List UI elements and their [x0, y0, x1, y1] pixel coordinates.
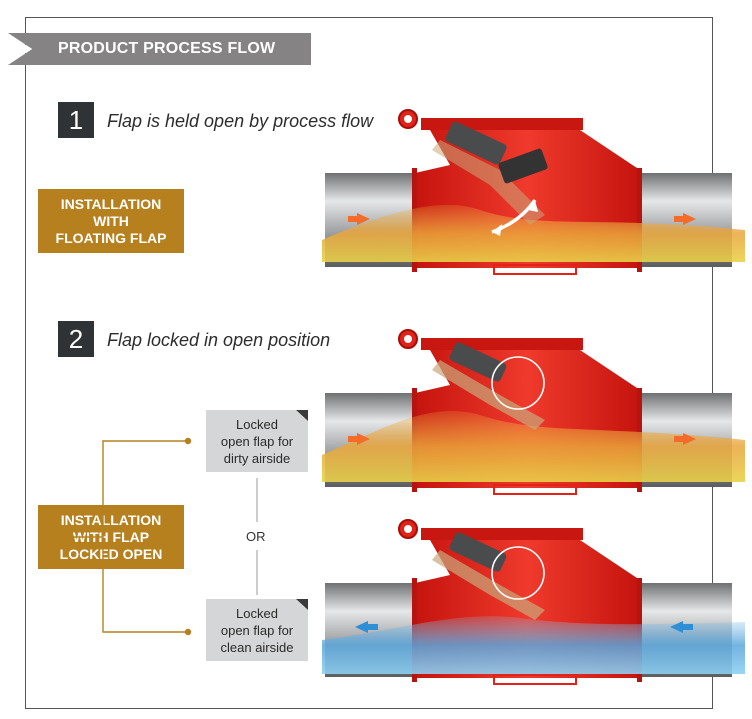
floating-flap [432, 140, 545, 225]
note-dirty-airside: Locked open flap for dirty airside [206, 410, 308, 472]
floating-label-line-2: WITH [93, 212, 129, 229]
flow-arrow-right-icon [357, 433, 370, 445]
locked-label-line-2: WITH FLAP [72, 528, 150, 545]
locked-flap [432, 550, 545, 620]
base-bracket [493, 264, 577, 275]
note-clean-airside: Locked open flap for clean airside [206, 599, 308, 661]
header-banner [8, 33, 311, 65]
note-fold-icon [296, 599, 308, 610]
header-title: PRODUCT PROCESS FLOW [58, 40, 276, 57]
header-arrow-icon [16, 39, 32, 59]
note-clean-line-2: open flap for [220, 622, 294, 638]
or-label: OR [246, 529, 266, 544]
valve-floating-flap [322, 109, 745, 275]
locked-label-line-1: INSTALLATION [60, 511, 162, 528]
base-bracket [493, 674, 577, 685]
flap-actuator [449, 532, 507, 572]
clean-flow-stream [322, 616, 745, 674]
step-2-number: 2 [58, 321, 94, 357]
note-dirty-line-1: Locked [236, 416, 278, 432]
step-1-number: 1 [58, 102, 94, 138]
floating-label-line-1: INSTALLATION [60, 195, 162, 212]
lock-detail-circle [491, 356, 545, 410]
valve-locked-clean [322, 519, 745, 685]
note-clean-line-3: clean airside [220, 639, 294, 655]
floating-flap-label: INSTALLATION WITH FLOATING FLAP [38, 189, 184, 253]
locked-label-line-3: LOCKED OPEN [59, 545, 163, 562]
note-fold-icon [296, 410, 308, 421]
flow-arrow-right-icon [683, 213, 696, 225]
locked-flap [432, 360, 545, 430]
floating-label-line-3: FLOATING FLAP [55, 229, 167, 246]
flow-arrow-right-icon [683, 433, 696, 445]
note-clean-line-1: Locked [236, 605, 278, 621]
top-flange [421, 338, 583, 350]
outlet-flange [637, 168, 642, 272]
dirty-flow-stream [322, 204, 745, 262]
top-flange [421, 118, 583, 130]
step-2-caption: Flap locked in open position [107, 330, 331, 350]
note-dirty-line-3: dirty airside [223, 450, 291, 466]
base-bracket [493, 484, 577, 495]
flow-arrow-left-icon [670, 621, 683, 633]
step-1-caption: Flap is held open by process flow [107, 111, 374, 131]
connector-lines [38, 437, 192, 636]
valve-locked-dirty [322, 329, 745, 495]
flap-actuator [445, 121, 548, 184]
figure-frame [25, 17, 713, 709]
flow-arrow-right-icon [357, 213, 370, 225]
flow-arrow-left-icon [355, 621, 368, 633]
dirty-flow-stream [322, 410, 745, 482]
note-dirty-line-2: open flap for [220, 433, 294, 449]
lock-detail-circle [491, 546, 545, 600]
top-flange [421, 528, 583, 540]
flap-actuator [449, 342, 507, 382]
